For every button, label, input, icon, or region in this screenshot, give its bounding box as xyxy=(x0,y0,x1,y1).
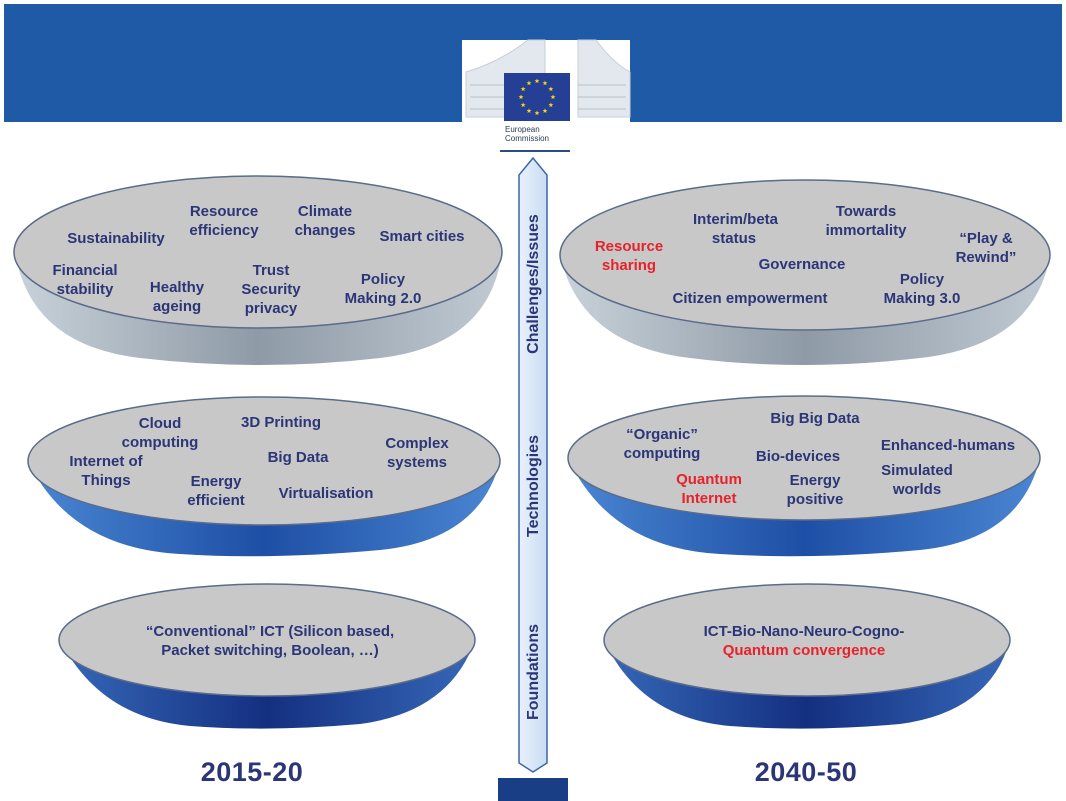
year-left: 2015-20 xyxy=(200,757,304,787)
label-interim-beta-status: Interim/beta status xyxy=(693,211,779,247)
eu-star-icon xyxy=(548,102,554,108)
ec-building-logo xyxy=(465,39,631,121)
label-play-rewind: “Play & Rewind” xyxy=(955,230,1017,266)
label-complex-systems: Complex systems xyxy=(385,435,449,471)
eu-star-icon xyxy=(520,102,526,108)
label-convergence-line2: Quantum convergence xyxy=(722,642,886,659)
label-virtualisation: Virtualisation xyxy=(278,485,374,502)
logo-line-european: European xyxy=(505,125,540,134)
label-enhanced-humans: Enhanced-humans xyxy=(880,437,1016,454)
vertical-axis-arrow xyxy=(518,156,548,773)
dish-right-foundations xyxy=(603,583,1011,729)
label-organic-computing: “Organic” computing xyxy=(623,426,701,462)
label-energy-efficient: Energy efficient xyxy=(187,473,245,509)
label-quantum-internet: Quantum Internet xyxy=(676,471,742,507)
label-smart-cities: Smart cities xyxy=(379,228,465,245)
label-simulated-worlds: Simulated worlds xyxy=(881,462,953,498)
label-healthy-ageing: Healthy ageing xyxy=(149,279,205,315)
year-right: 2040-50 xyxy=(754,757,858,787)
axis-label-foundations: Foundations xyxy=(525,624,542,720)
logo-text: European Commission xyxy=(505,125,549,143)
label-financial-stability: Financial stability xyxy=(52,262,118,298)
label-policy-making-3: Policy Making 3.0 xyxy=(883,271,961,307)
label-3d-printing: 3D Printing xyxy=(240,414,322,431)
label-citizen-empowerment: Citizen empowerment xyxy=(672,290,828,307)
dish-right-technologies xyxy=(567,395,1041,557)
eu-star-icon xyxy=(550,94,556,100)
eu-star-icon xyxy=(534,78,540,84)
label-climate-changes: Climate changes xyxy=(294,203,356,239)
logo-line-commission: Commission xyxy=(505,134,550,143)
label-towards-immortality: Towards immortality xyxy=(825,203,907,239)
label-bio-devices: Bio-devices xyxy=(755,448,841,465)
label-convergence-line1: ICT-Bio-Nano-Neuro-Cogno- xyxy=(703,623,905,640)
label-trust-security-privacy: Trust Security privacy xyxy=(241,262,301,317)
eu-star-icon xyxy=(542,80,548,86)
eu-star-icon xyxy=(548,86,554,92)
label-governance: Governance xyxy=(758,256,846,273)
dish-left-challenges xyxy=(13,175,503,365)
axis-label-challenges: Challenges/Issues xyxy=(525,214,542,354)
label-sustainability: Sustainability xyxy=(67,230,165,247)
eu-star-icon xyxy=(534,110,540,116)
eu-star-icon xyxy=(526,108,532,113)
dish-left-technologies xyxy=(27,396,501,557)
eu-stars-icon xyxy=(518,78,556,116)
label-cloud-computing: Cloud computing xyxy=(121,415,199,451)
footer-tab xyxy=(498,778,568,801)
logo-underline xyxy=(500,150,570,152)
label-resource-efficiency: Resource efficiency xyxy=(189,203,259,239)
dish-left-foundations xyxy=(58,583,476,729)
eu-star-icon xyxy=(520,86,526,92)
eu-star-icon xyxy=(526,80,532,86)
dish-right-challenges xyxy=(559,179,1051,365)
label-internet-of-things: Internet of Things xyxy=(69,453,143,489)
label-resource-sharing: Resource sharing xyxy=(594,238,664,274)
eu-star-icon xyxy=(518,94,524,100)
label-big-big-data: Big Big Data xyxy=(770,410,860,427)
eu-star-icon xyxy=(542,108,548,113)
label-policy-making-2: Policy Making 2.0 xyxy=(344,271,422,307)
label-energy-positive: Energy positive xyxy=(786,472,844,508)
label-big-data: Big Data xyxy=(267,449,329,466)
label-conventional-ict-line1: “Conventional” ICT (Silicon based, xyxy=(145,623,395,640)
axis-label-technologies: Technologies xyxy=(525,435,542,537)
label-conventional-ict-line2: Packet switching, Boolean, …) xyxy=(161,642,379,659)
